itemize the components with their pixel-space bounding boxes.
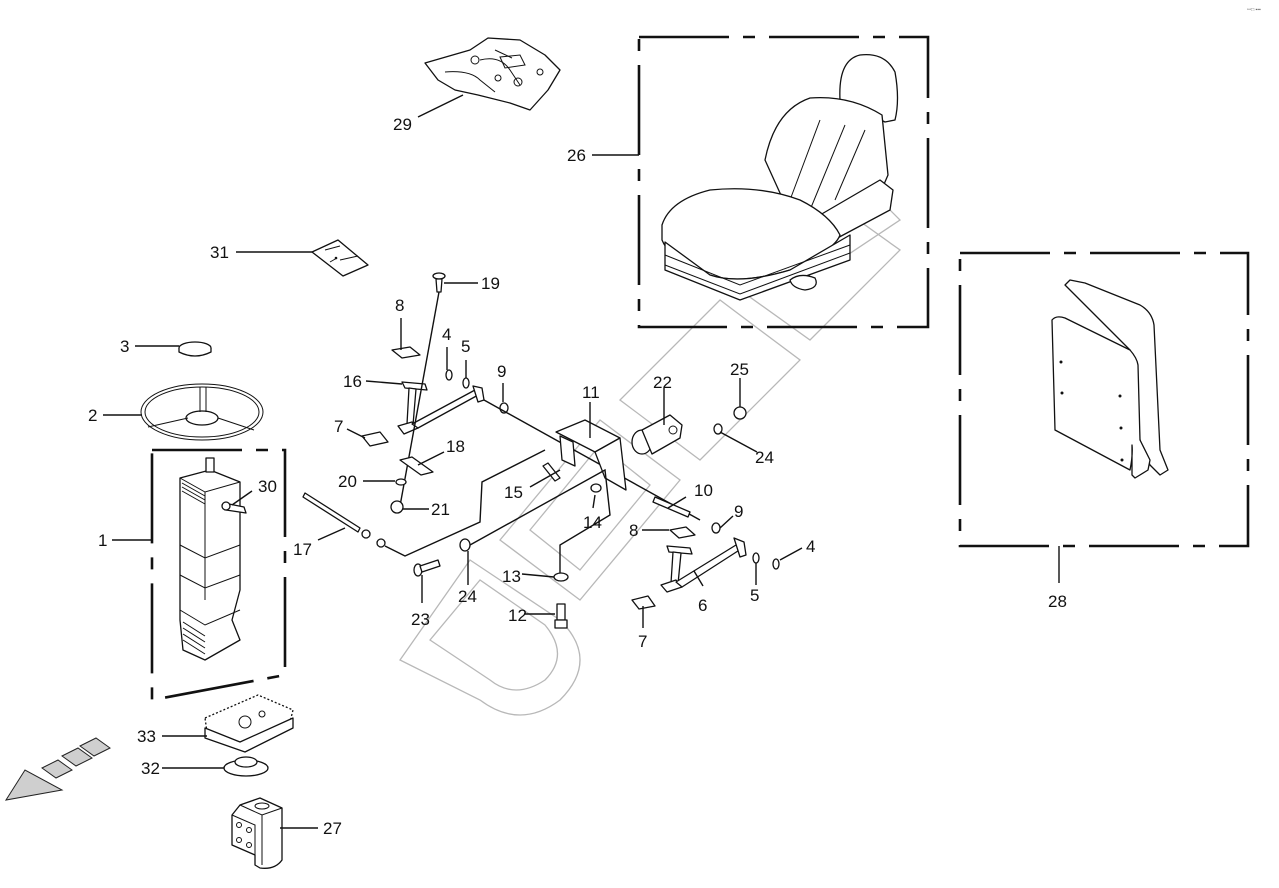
part-15-pin[interactable] (542, 462, 561, 482)
part-11-pedal-bracket[interactable] (555, 419, 627, 491)
label-15: 15 (504, 483, 523, 502)
label-3: 3 (120, 337, 129, 356)
label-21: 21 (431, 500, 450, 519)
label-25: 25 (730, 360, 749, 379)
label-1: 1 (98, 531, 107, 550)
part-27-steering-unit[interactable] (231, 797, 283, 869)
label-16: 16 (343, 372, 362, 391)
label-18: 18 (446, 437, 465, 456)
linkage-line-2 (469, 468, 611, 575)
label-28: 28 (1048, 592, 1067, 611)
part-5-o-ring[interactable] (462, 377, 470, 389)
label-30: 30 (258, 477, 277, 496)
assembly-line (399, 291, 440, 507)
label-17: 17 (293, 540, 312, 559)
label-31: 31 (210, 243, 229, 262)
group-border-1 (150, 448, 287, 702)
part-5b-o-ring[interactable] (752, 552, 760, 564)
part-7-pedal-pad-clip[interactable] (361, 431, 389, 447)
part-4-o-ring[interactable] (445, 369, 453, 381)
part-23-bolt[interactable] (413, 559, 441, 577)
part-24-washer[interactable] (713, 423, 723, 435)
part-30-fitting[interactable] (221, 501, 247, 514)
part-21-nut[interactable] (390, 500, 404, 514)
part-2-steering-wheel[interactable] (140, 383, 264, 441)
part-8b-pedal-rubber-pad[interactable] (669, 526, 696, 539)
label-24b: 24 (458, 587, 477, 606)
label-19: 19 (481, 274, 500, 293)
label-12: 12 (508, 606, 527, 625)
part-12-bolt[interactable] (554, 603, 568, 629)
part-18-plate[interactable] (399, 456, 434, 476)
part-1-steering-column[interactable] (179, 457, 241, 661)
label-4: 4 (442, 325, 451, 344)
label-22: 22 (653, 373, 672, 392)
part-labels: 29 26 31 3 2 1 30 33 32 27 19 8 4 5 16 9… (88, 115, 1067, 838)
label-7: 7 (334, 417, 343, 436)
part-13-washer[interactable] (553, 572, 569, 582)
part-3-horn-cap[interactable] (178, 341, 212, 357)
label-10: 10 (694, 481, 713, 500)
label-8b: 8 (629, 521, 638, 540)
part-28-auxiliary-seat[interactable] (1051, 279, 1169, 479)
part-20-washer[interactable] (395, 478, 407, 486)
label-27: 27 (323, 819, 342, 838)
label-13: 13 (502, 567, 521, 586)
label-24: 24 (755, 448, 774, 467)
label-23: 23 (411, 610, 430, 629)
part-24b-washer[interactable] (459, 538, 471, 552)
part-14-spacer[interactable] (590, 483, 602, 493)
callouts (103, 94, 1060, 829)
part-7b-pedal-pad-clip[interactable] (631, 595, 656, 610)
part-22-valve[interactable] (631, 414, 683, 455)
watermark (399, 199, 902, 716)
part-19-screw[interactable] (432, 272, 446, 293)
front-direction-arrow (4, 737, 111, 801)
part-31-bracket[interactable] (311, 239, 369, 277)
part-25-nut[interactable] (733, 406, 747, 420)
part-10-pedal-shaft[interactable] (652, 496, 691, 518)
label-5b: 5 (750, 586, 759, 605)
label-9b: 9 (734, 502, 743, 521)
label-2: 2 (88, 406, 97, 425)
part-17-control-rod[interactable] (302, 492, 386, 548)
label-11: 11 (582, 383, 600, 402)
group-border-26 (637, 35, 930, 329)
label-7b: 7 (638, 632, 647, 651)
label-29: 29 (393, 115, 412, 134)
part-6-pedal-right[interactable] (660, 537, 747, 593)
label-26: 26 (567, 146, 586, 165)
corner-mark: ꟷ□ ▪▪▪ (1247, 7, 1261, 13)
shaft-axis-line (483, 399, 701, 521)
label-9: 9 (497, 362, 506, 381)
label-14: 14 (583, 513, 602, 532)
label-5: 5 (461, 337, 470, 356)
part-16-pedal-left[interactable] (397, 381, 485, 435)
label-32: 32 (141, 759, 160, 778)
linkage-line (384, 449, 546, 557)
part-32-coupling[interactable] (223, 756, 269, 777)
part-26-operator-seat[interactable] (661, 53, 899, 301)
part-33-gasket-plate[interactable] (204, 694, 294, 753)
part-4b-o-ring[interactable] (772, 558, 780, 570)
label-4b: 4 (806, 537, 815, 556)
label-20: 20 (338, 472, 357, 491)
label-6: 6 (698, 596, 707, 615)
part-8-pedal-rubber-pad[interactable] (391, 346, 421, 359)
part-9b-bushing[interactable] (711, 522, 721, 534)
label-8: 8 (395, 296, 404, 315)
part-29-seat-base-plate[interactable] (424, 37, 561, 111)
group-border-28 (958, 251, 1250, 548)
label-33: 33 (137, 727, 156, 746)
